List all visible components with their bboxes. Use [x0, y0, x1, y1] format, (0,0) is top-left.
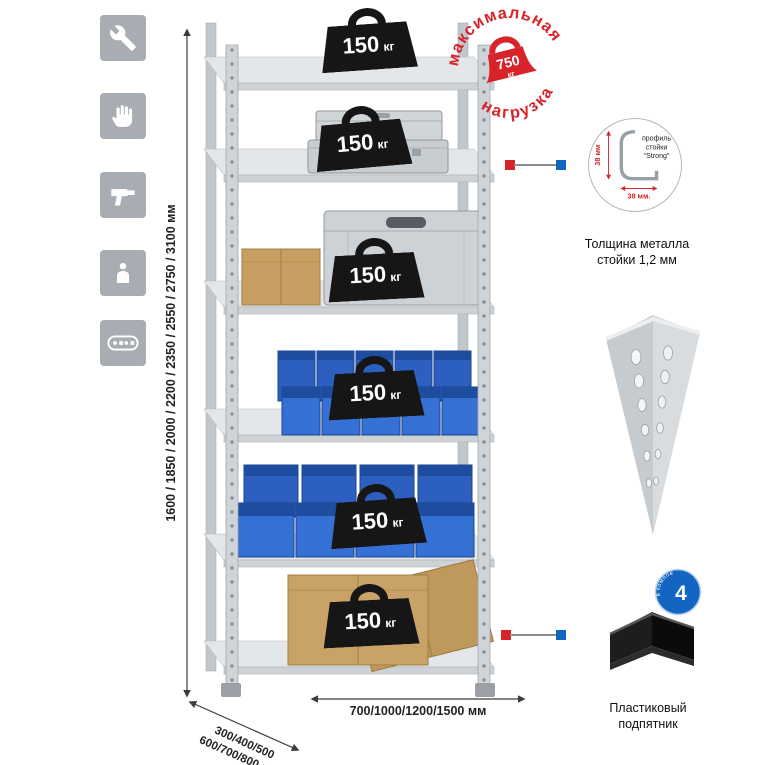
red-weight-icon — [486, 46, 537, 84]
svg-text:750: 750 — [495, 52, 522, 73]
feature-icon-tools — [100, 15, 146, 61]
foot-caption: Пластиковый подпятник — [609, 701, 687, 732]
svg-text:кг: кг — [506, 69, 516, 80]
callout-line-top — [514, 164, 556, 166]
cardboard-box-small — [241, 248, 321, 306]
post-profile-drawing: 38 мм 38 мм. профиль стойки “Strong” — [593, 130, 671, 200]
plastic-foot-image — [609, 612, 695, 670]
perforated-post-icon — [107, 335, 139, 351]
drill-icon — [111, 189, 135, 206]
width-dimension-label: 700/1000/1200/1500 мм — [349, 704, 487, 718]
post-profile-callout: 38 мм 38 мм. профиль стойки “Strong” — [588, 118, 682, 212]
svg-text:“Strong”: “Strong” — [644, 153, 670, 160]
callout-marker-blue-bottom — [556, 630, 566, 640]
feature-icon-person — [100, 250, 146, 296]
svg-text:4: 4 — [675, 582, 687, 605]
thickness-caption: Толщина металла стойки 1,2 мм — [584, 237, 690, 268]
person-icon — [117, 263, 129, 283]
max-load-stamp: максимальная нагрузка 750 кг — [440, 0, 567, 131]
callout-marker-blue-top — [556, 160, 566, 170]
height-dimension-label: 1600 / 1850 / 2000 / 2200 / 2350 / 2550 … — [164, 204, 178, 522]
svg-text:профиль: профиль — [642, 136, 671, 143]
callout-line-bottom — [510, 634, 556, 636]
gloves-icon — [112, 105, 133, 127]
svg-text:нагрузка: нагрузка — [475, 80, 562, 131]
feature-icon-drill — [100, 172, 146, 218]
included-count-badge: в комплекте 4 — [654, 568, 702, 616]
feature-icon-gloves — [100, 93, 146, 139]
profile-dim-vertical: 38 мм — [593, 145, 602, 166]
profile-dim-horizontal: 38 мм. — [627, 191, 650, 200]
wrench-icon — [110, 25, 136, 51]
shelf-marker-red-top — [505, 160, 515, 170]
feature-icon-post — [100, 320, 146, 366]
angle-post-image — [605, 315, 701, 535]
svg-text:стойки: стойки — [646, 143, 668, 151]
shelf-marker-red-bottom — [501, 630, 511, 640]
